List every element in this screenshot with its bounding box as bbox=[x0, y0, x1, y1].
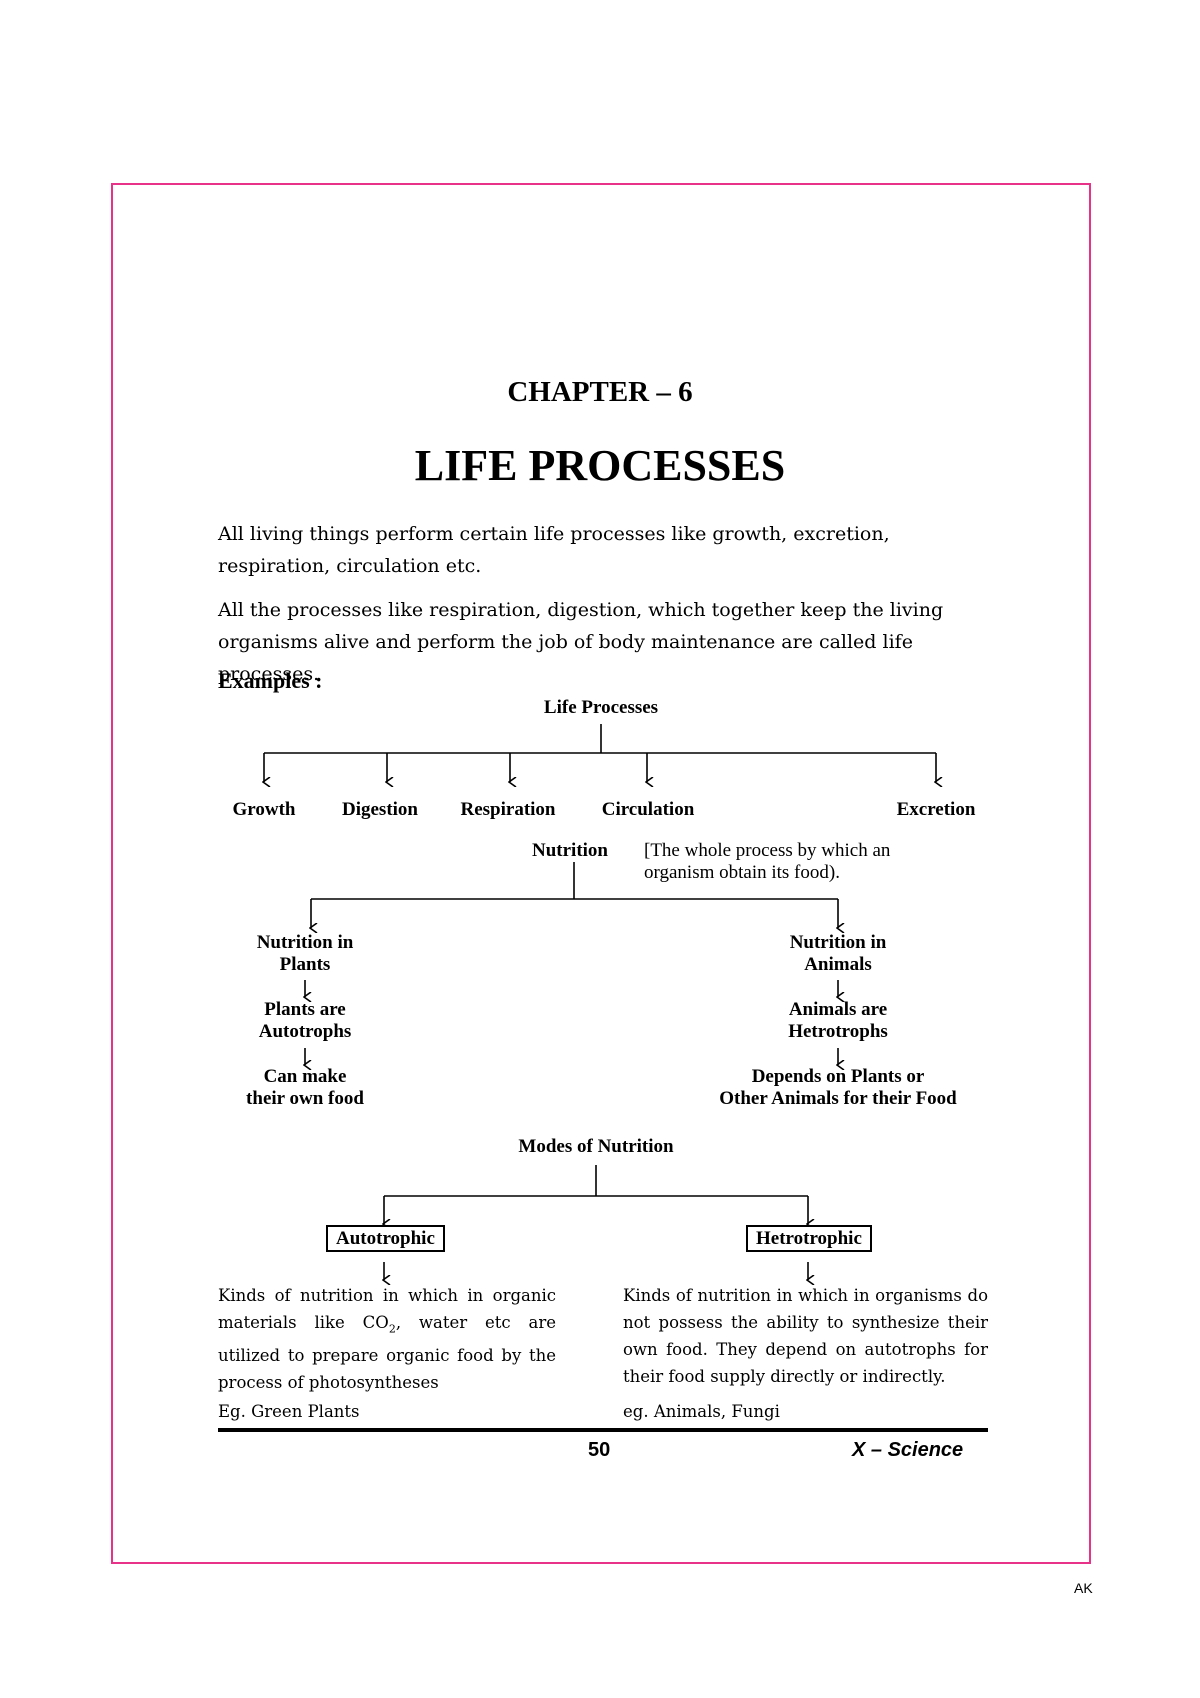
hetrotrophic-example: eg. Animals, Fungi bbox=[623, 1402, 780, 1421]
nutrition-note-line-2: organism obtain its food). bbox=[644, 862, 840, 883]
page-title: LIFE PROCESSES bbox=[414, 441, 786, 490]
plants-line: Plants bbox=[279, 954, 331, 975]
node-growth: Growth bbox=[232, 799, 296, 820]
autotrophic-desc-part1: Kinds of nutrition in which in organic m… bbox=[218, 1286, 556, 1332]
hetrotrophic-description: Kinds of nutrition in which in organisms… bbox=[623, 1286, 988, 1386]
plants-autotrophs: Plants are Autotrophs bbox=[205, 999, 405, 1043]
node-circulation: Circulation bbox=[601, 799, 695, 820]
plants-column: Nutrition in Plants bbox=[205, 932, 405, 976]
node-respiration: Respiration bbox=[460, 799, 556, 820]
node-life-processes: Life Processes bbox=[543, 697, 659, 718]
plants-line: Autotrophs bbox=[258, 1021, 352, 1042]
node-modes-of-nutrition: Modes of Nutrition bbox=[518, 1136, 674, 1157]
nutrition-note-line-1: [The whole process by which an bbox=[644, 840, 891, 861]
animals-column: Nutrition in Animals bbox=[688, 932, 988, 976]
animals-hetrotrophs: Animals are Hetrotrophs bbox=[688, 999, 988, 1043]
chapter-heading: CHAPTER – 6 bbox=[507, 376, 693, 408]
hetrotrophic-box: Hetrotrophic bbox=[746, 1225, 872, 1252]
nutrition-note: [The whole process by which an organism … bbox=[644, 840, 890, 884]
node-hetrotrophic: Hetrotrophic bbox=[746, 1225, 872, 1252]
animals-line: Depends on Plants or bbox=[751, 1066, 925, 1087]
plants-line: their own food bbox=[246, 1088, 364, 1109]
animals-line: Animals are bbox=[788, 999, 888, 1020]
plants-own-food: Can make their own food bbox=[205, 1066, 405, 1110]
animals-line: Animals bbox=[804, 954, 872, 975]
autotrophic-example: Eg. Green Plants bbox=[218, 1402, 360, 1421]
node-excretion: Excretion bbox=[896, 799, 976, 820]
intro-paragraph-2: All the processes like respiration, dige… bbox=[218, 599, 944, 685]
autotrophic-description: Kinds of nutrition in which in organic m… bbox=[218, 1282, 556, 1396]
animals-line: Nutrition in bbox=[789, 932, 887, 953]
autotrophic-box: Autotrophic bbox=[326, 1225, 445, 1252]
footer-rule bbox=[218, 1428, 988, 1432]
animals-line: Other Animals for their Food bbox=[719, 1088, 957, 1109]
plants-line: Can make bbox=[263, 1066, 347, 1087]
examples-label: Examples : bbox=[218, 668, 323, 693]
page-border bbox=[111, 183, 1091, 1564]
plants-line: Plants are bbox=[264, 999, 346, 1020]
autotrophic-desc-part2: , water etc are utilized to prepare orga… bbox=[218, 1313, 556, 1393]
subject-label: X – Science bbox=[852, 1439, 964, 1461]
page-number: 50 bbox=[588, 1439, 611, 1461]
node-nutrition: Nutrition bbox=[532, 840, 608, 861]
corner-mark: AK bbox=[1074, 1580, 1093, 1596]
intro-paragraph-1: All living things perform certain life p… bbox=[218, 523, 890, 577]
animals-line: Hetrotrophs bbox=[788, 1021, 888, 1042]
co2-subscript: 2 bbox=[388, 1322, 396, 1336]
plants-line: Nutrition in bbox=[256, 932, 354, 953]
animals-depends: Depends on Plants or Other Animals for t… bbox=[688, 1066, 988, 1110]
node-autotrophic: Autotrophic bbox=[326, 1225, 445, 1252]
node-digestion: Digestion bbox=[342, 799, 418, 820]
